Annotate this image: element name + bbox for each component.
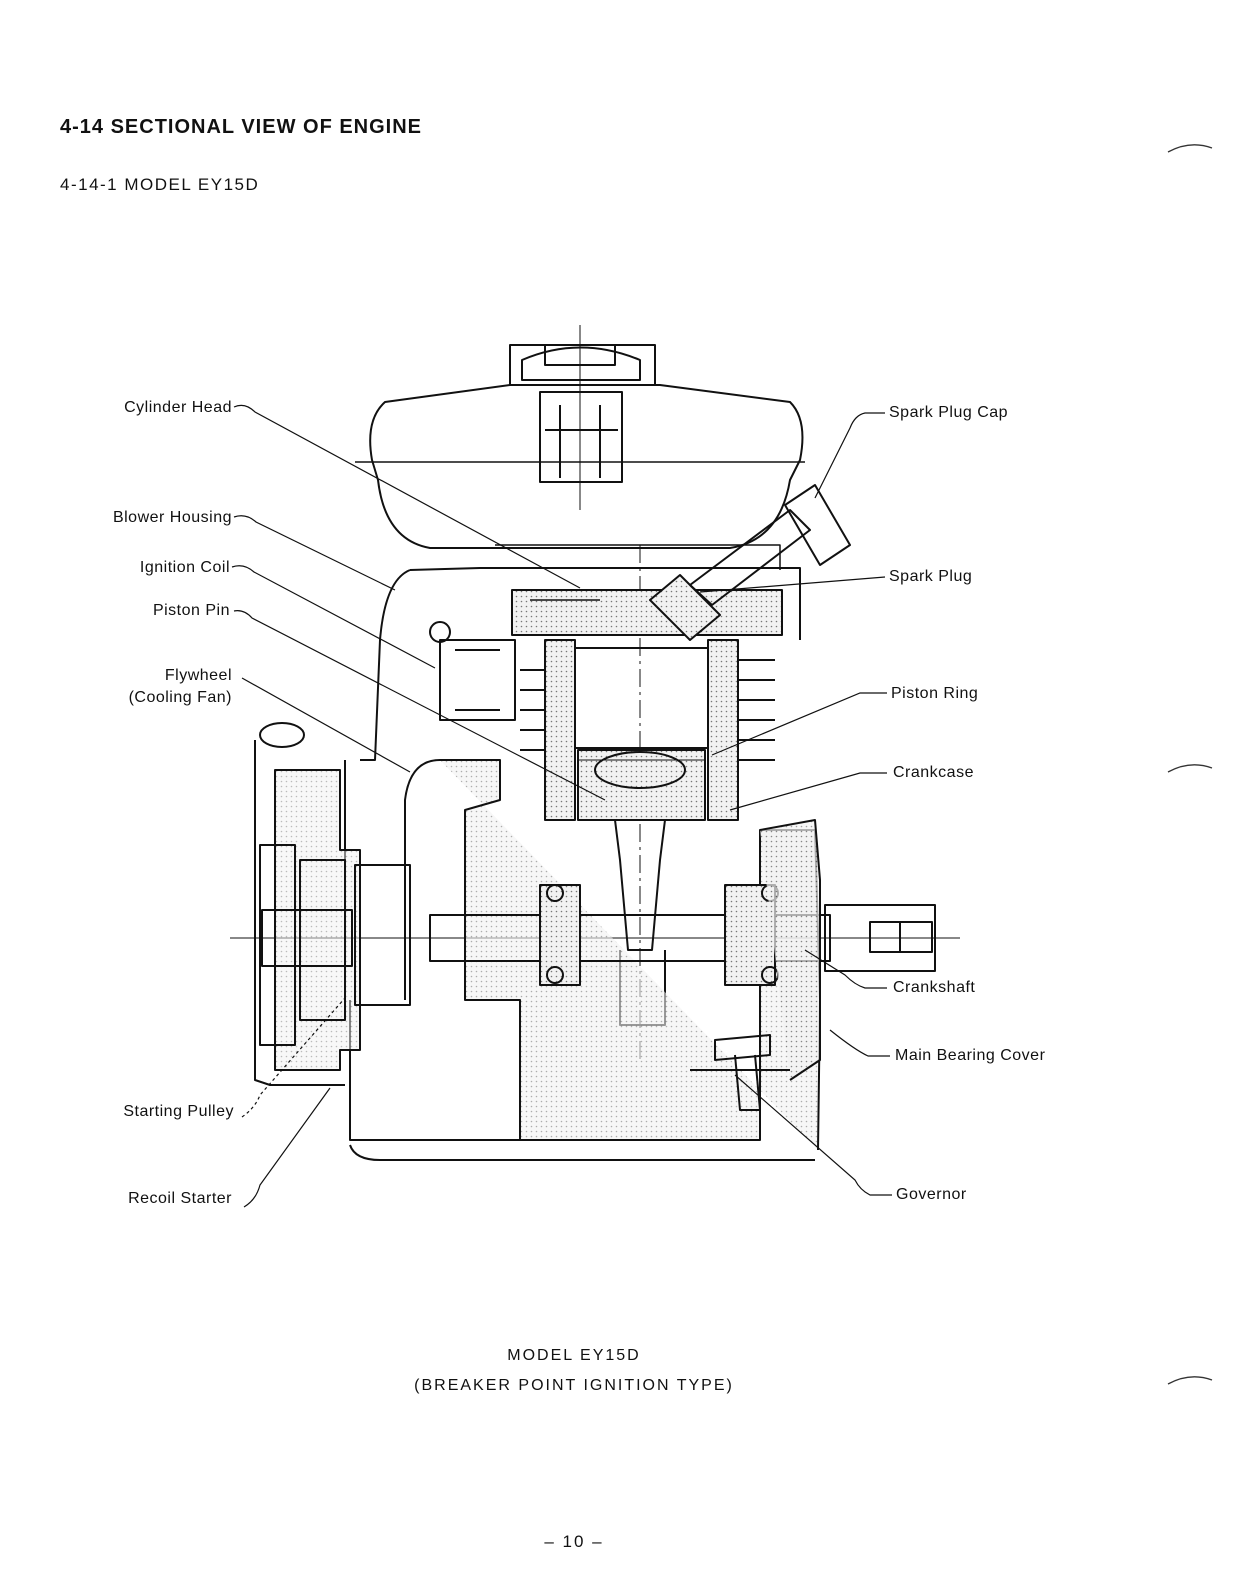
page-number: – 10 – bbox=[0, 1532, 1148, 1552]
margin-mark-bottom bbox=[1160, 1370, 1220, 1390]
leader-crankcase bbox=[730, 773, 887, 810]
label-piston-pin: Piston Pin bbox=[153, 600, 230, 622]
figure-caption-line1: MODEL EY15D bbox=[0, 1342, 1148, 1370]
label-main-bearing-cover: Main Bearing Cover bbox=[895, 1045, 1045, 1067]
margin-mark-top bbox=[1160, 138, 1220, 158]
leader-cylinder-head bbox=[234, 405, 580, 588]
label-piston-ring: Piston Ring bbox=[891, 683, 978, 705]
ignition-coil bbox=[430, 622, 515, 720]
leader-spark-plug bbox=[700, 577, 885, 592]
label-ignition-coil: Ignition Coil bbox=[140, 557, 230, 579]
margin-mark-middle bbox=[1160, 758, 1220, 778]
leader-main-bearing-cover bbox=[830, 1030, 890, 1056]
label-spark-plug: Spark Plug bbox=[889, 566, 972, 588]
spark-plug-cap bbox=[785, 485, 850, 565]
leader-spark-plug-cap bbox=[815, 413, 885, 498]
cylinder-head bbox=[512, 590, 782, 635]
label-starting-pulley: Starting Pulley bbox=[123, 1101, 234, 1123]
label-cylinder-head: Cylinder Head bbox=[124, 397, 232, 419]
leader-recoil-starter bbox=[244, 1088, 330, 1207]
label-crankcase: Crankcase bbox=[893, 762, 974, 784]
label-blower-housing: Blower Housing bbox=[113, 507, 232, 529]
label-flywheel-line1: Flywheel bbox=[129, 665, 232, 687]
figure-caption-line2: (BREAKER POINT IGNITION TYPE) bbox=[0, 1372, 1148, 1400]
label-flywheel: Flywheel (Cooling Fan) bbox=[129, 665, 232, 709]
leader-flywheel bbox=[242, 678, 410, 772]
label-recoil-starter: Recoil Starter bbox=[128, 1188, 232, 1210]
label-spark-plug-cap: Spark Plug Cap bbox=[889, 402, 1008, 424]
label-governor: Governor bbox=[896, 1184, 967, 1206]
leader-ignition-coil bbox=[232, 566, 435, 668]
leader-blower-housing bbox=[234, 516, 395, 590]
label-flywheel-line2: (Cooling Fan) bbox=[129, 687, 232, 709]
label-crankshaft: Crankshaft bbox=[893, 977, 975, 999]
